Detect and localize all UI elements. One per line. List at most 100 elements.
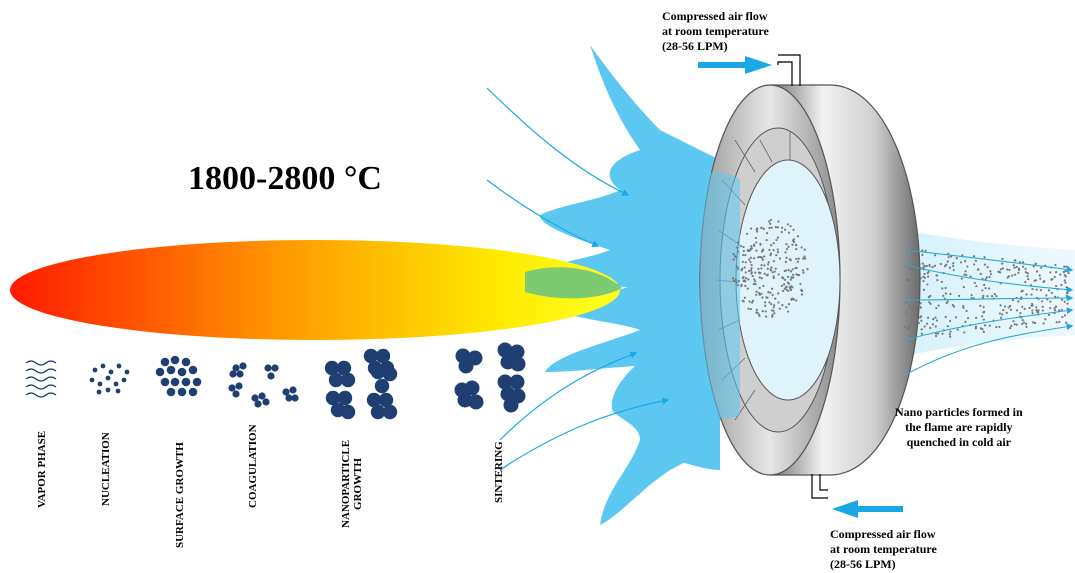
particle-dot [1037, 311, 1040, 314]
particle-dot [760, 267, 763, 270]
particle-dot [732, 258, 735, 261]
air-inlet-top-line2: at room temperature [662, 24, 769, 38]
particle-dot [1023, 307, 1026, 310]
particle-dot [794, 266, 797, 270]
particle-dot [949, 335, 952, 338]
particle-dot [767, 291, 770, 294]
particle-dot [755, 308, 758, 311]
particle-dot [754, 236, 758, 240]
particle-dot [965, 274, 968, 277]
particle-dot [755, 290, 758, 293]
particle-dot [941, 287, 944, 290]
particle-dot [782, 289, 785, 292]
particle-dot [780, 284, 783, 287]
coagulate-particle [254, 400, 262, 408]
quench-note: Nano particles formed in the flame are r… [895, 405, 1023, 450]
nanoparticle [374, 378, 390, 394]
particle-dot [763, 301, 767, 304]
particle-dot [1060, 283, 1063, 287]
nanoparticle [325, 390, 341, 406]
particle-dot [920, 328, 923, 331]
particle-dot [733, 255, 737, 258]
particle-dot [778, 307, 781, 310]
particle-dot [792, 273, 795, 276]
particle-dot [795, 299, 798, 302]
particle-dot [988, 324, 991, 327]
stage-label-surface-growth: SURFACE GROWTH [174, 442, 186, 548]
particle-dot [769, 222, 772, 225]
particle-dot [806, 268, 809, 271]
particle-dot [803, 255, 806, 258]
particle-dot [736, 250, 740, 253]
particle-dot [970, 294, 973, 297]
particle-dot [783, 278, 787, 281]
particle-dot [907, 325, 910, 328]
particle-dot [921, 249, 924, 252]
particle-dot [1015, 265, 1018, 269]
particle-dot [768, 248, 771, 251]
quench-note-line3: quenched in cold air [906, 435, 1011, 449]
particle-dot [922, 279, 925, 283]
particle-dot [1007, 275, 1010, 278]
nucleus-dot [96, 389, 102, 395]
growth-particle [155, 367, 165, 377]
particle-dot [785, 256, 788, 259]
inlet-streamlines [486, 87, 670, 471]
particle-dot [913, 329, 916, 332]
sintered-particle [458, 358, 474, 374]
growth-particle [177, 367, 187, 377]
particle-dot [929, 326, 932, 329]
particle-dot [786, 310, 790, 313]
particle-dot [914, 258, 918, 262]
particle-dot [758, 255, 762, 259]
particle-dot [736, 246, 739, 249]
particle-dot [918, 305, 921, 308]
particle-dot [1003, 305, 1007, 308]
quench-note-line1: Nano particles formed in [895, 405, 1023, 419]
coagulate-particle [236, 370, 244, 378]
particle-dot [1021, 305, 1024, 308]
particle-dot [960, 277, 963, 280]
coagulate-particle [264, 364, 272, 372]
particle-dot [1001, 313, 1004, 316]
particle-dot [946, 260, 949, 263]
particle-dot [981, 289, 984, 292]
particle-dot [735, 281, 738, 284]
sintered-particle [464, 380, 480, 396]
particle-dot [744, 276, 748, 280]
nanoparticle [378, 392, 394, 408]
particle-dot [921, 253, 924, 257]
particle-dot [933, 264, 937, 267]
particle-dot [768, 301, 771, 304]
growth-particle [177, 387, 187, 397]
particle-dot [1054, 271, 1058, 274]
particle-dot [946, 325, 949, 328]
particle-dot [979, 327, 982, 330]
particle-dot [752, 282, 755, 286]
particle-dot [766, 267, 769, 270]
particle-dot [927, 270, 930, 273]
particle-dot [773, 270, 776, 273]
particle-dot [1009, 326, 1012, 330]
particle-dot [1026, 272, 1029, 275]
particle-dot [1021, 319, 1024, 322]
particle-dot [1042, 322, 1045, 325]
particle-dot [986, 295, 989, 298]
particle-dot [950, 255, 953, 258]
particle-dot [1030, 302, 1034, 305]
particle-dot [1027, 278, 1030, 281]
particle-dot [791, 239, 795, 242]
particle-dot [737, 279, 740, 283]
particle-dot [1015, 323, 1018, 326]
particle-dot [1059, 273, 1062, 276]
particle-dot [1066, 307, 1070, 311]
particle-dot [800, 288, 803, 291]
particle-dot [781, 226, 784, 229]
particle-dot [761, 296, 764, 299]
particle-dot [904, 325, 907, 329]
particle-dot [937, 304, 940, 307]
particle-dot [760, 277, 763, 280]
particle-dot [742, 279, 745, 283]
particle-dot [757, 256, 760, 259]
particle-dot [995, 295, 998, 298]
